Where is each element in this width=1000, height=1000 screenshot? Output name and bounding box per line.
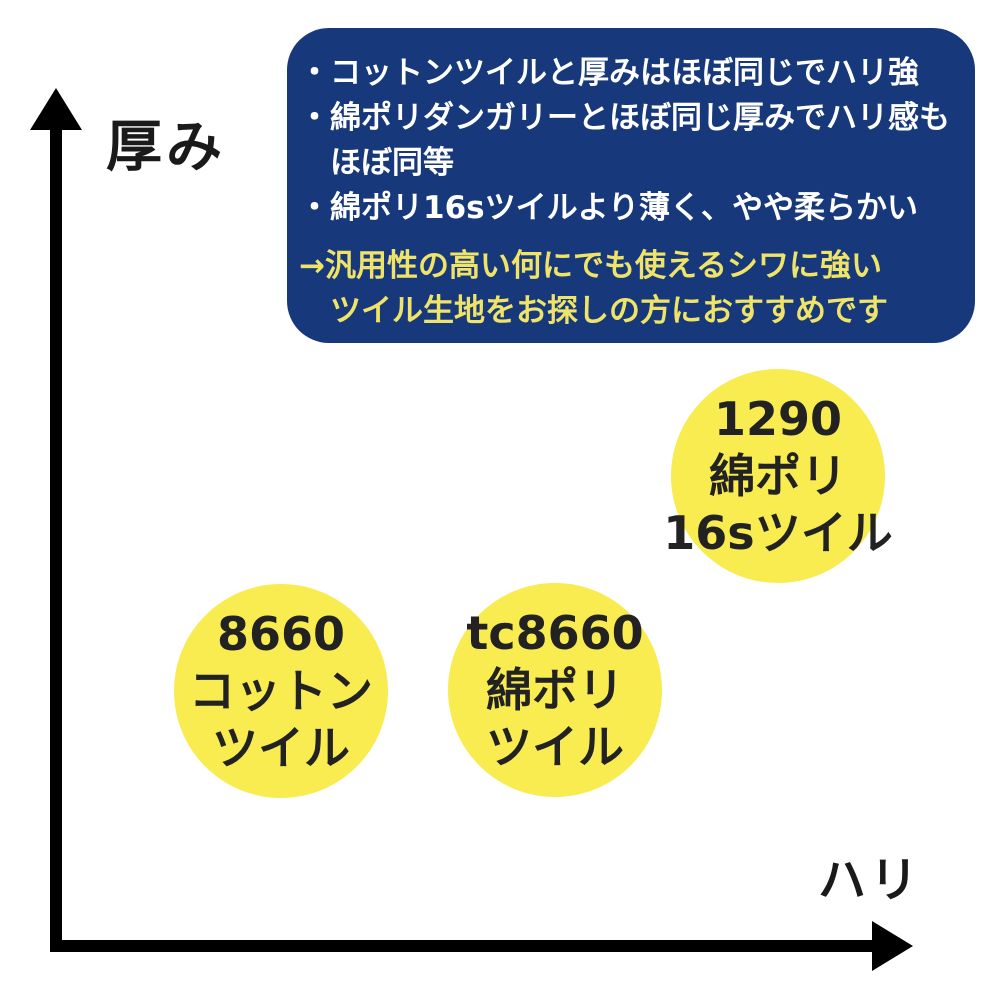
bubble-line: 1290 <box>713 391 843 446</box>
bubble-line: ツイル <box>212 720 350 775</box>
info-bullet-line-2-cont: ほぼ同等 <box>299 145 454 181</box>
info-bullet-line-1: ・コットンツイルと厚みはほぼ同じでハリ強 <box>299 55 919 91</box>
x-axis-arrow-icon <box>872 921 913 971</box>
info-box: ・コットンツイルと厚みはほぼ同じでハリ強 ・綿ポリダンガリーとほぼ同じ厚みでハリ… <box>287 28 975 343</box>
info-bullet-line-3: ・綿ポリ16sツイルより薄く、やや柔らかい <box>299 190 918 226</box>
y-axis-label: 厚み <box>106 115 226 180</box>
x-axis-line <box>50 940 876 952</box>
x-axis-label: ハリ <box>818 852 923 908</box>
bubble-line: ツイル <box>486 719 624 774</box>
info-recommendation-line-1: →汎用性の高い何にでも使えるシワに強い <box>299 248 883 284</box>
bubble-line: コットン <box>189 663 373 718</box>
info-bullet-line-2: ・綿ポリダンガリーとほぼ同じ厚みでハリ感も <box>299 100 950 136</box>
data-point-1290-menpoly-16s-twill: 1290 綿ポリ 16sツイル <box>663 369 893 583</box>
info-recommendation-line-2: ツイル生地をお探しの方におすすめです <box>299 293 888 329</box>
data-point-tc8660-menpoly-twill: tc8660 綿ポリ ツイル <box>448 583 662 797</box>
data-point-8660-cotton-twill: 8660 コットン ツイル <box>174 584 388 798</box>
bubble-line: 8660 <box>216 606 346 661</box>
bubble-line: 綿ポリ <box>709 448 847 503</box>
bubble-line: tc8660 <box>466 605 644 660</box>
y-axis-line <box>50 122 62 952</box>
bubble-line: 綿ポリ <box>486 662 624 717</box>
bubble-line: 16sツイル <box>663 505 893 560</box>
